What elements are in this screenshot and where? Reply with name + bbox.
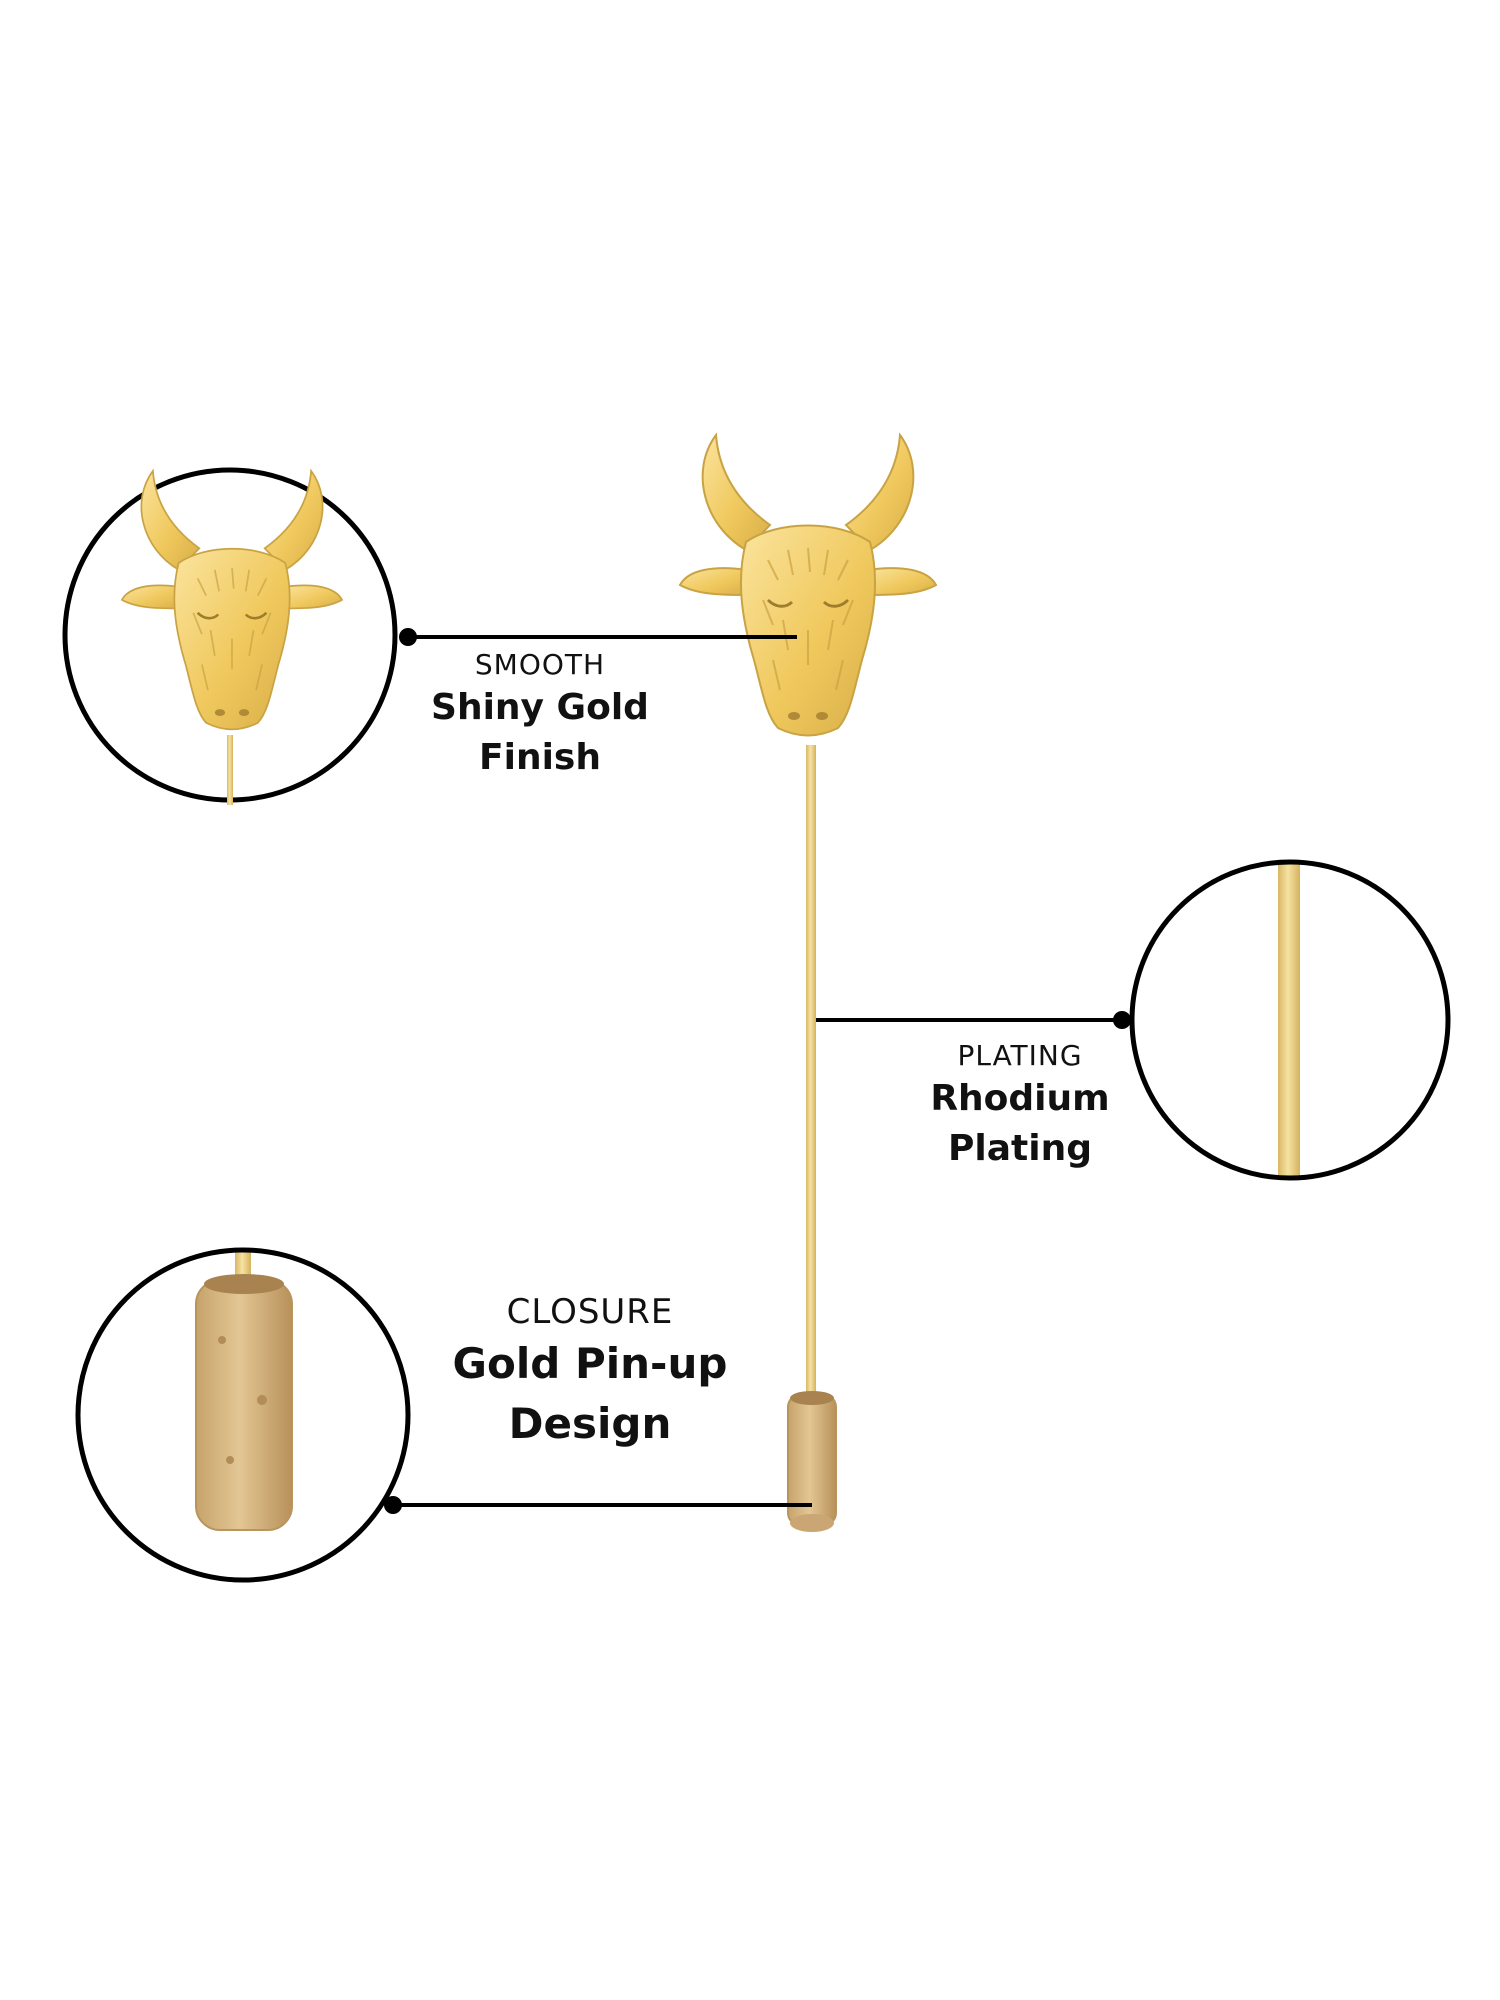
callout-finish xyxy=(62,467,797,805)
zoom-circle-plating xyxy=(1129,859,1451,1181)
label-plating: PLATING Rhodium Plating xyxy=(880,1038,1160,1174)
callout-plating xyxy=(816,859,1451,1181)
callout-dot-finish xyxy=(399,628,417,646)
label-plating-title-line2: Plating xyxy=(948,1128,1092,1169)
pin-closure xyxy=(787,1391,837,1532)
label-closure-kicker: CLOSURE xyxy=(506,1292,674,1332)
pin-shaft xyxy=(806,745,816,1410)
callout-dot-closure xyxy=(384,1496,402,1514)
bull-head-pin xyxy=(678,433,938,737)
label-finish: SMOOTH Shiny Gold Finish xyxy=(400,647,680,783)
callout-closure xyxy=(75,1247,812,1583)
label-closure-title-line1: Gold Pin-up xyxy=(452,1339,728,1388)
label-closure: CLOSURE Gold Pin-up Design xyxy=(420,1290,760,1454)
label-plating-kicker: PLATING xyxy=(957,1039,1083,1072)
callout-dot-plating xyxy=(1113,1011,1131,1029)
zoom-circle-closure xyxy=(75,1247,411,1583)
label-finish-title-line1: Shiny Gold xyxy=(431,687,649,728)
label-finish-title-line2: Finish xyxy=(479,737,601,778)
label-closure-title-line2: Design xyxy=(508,1399,672,1448)
label-finish-kicker: SMOOTH xyxy=(474,648,606,681)
label-plating-title-line1: Rhodium xyxy=(930,1078,1110,1119)
